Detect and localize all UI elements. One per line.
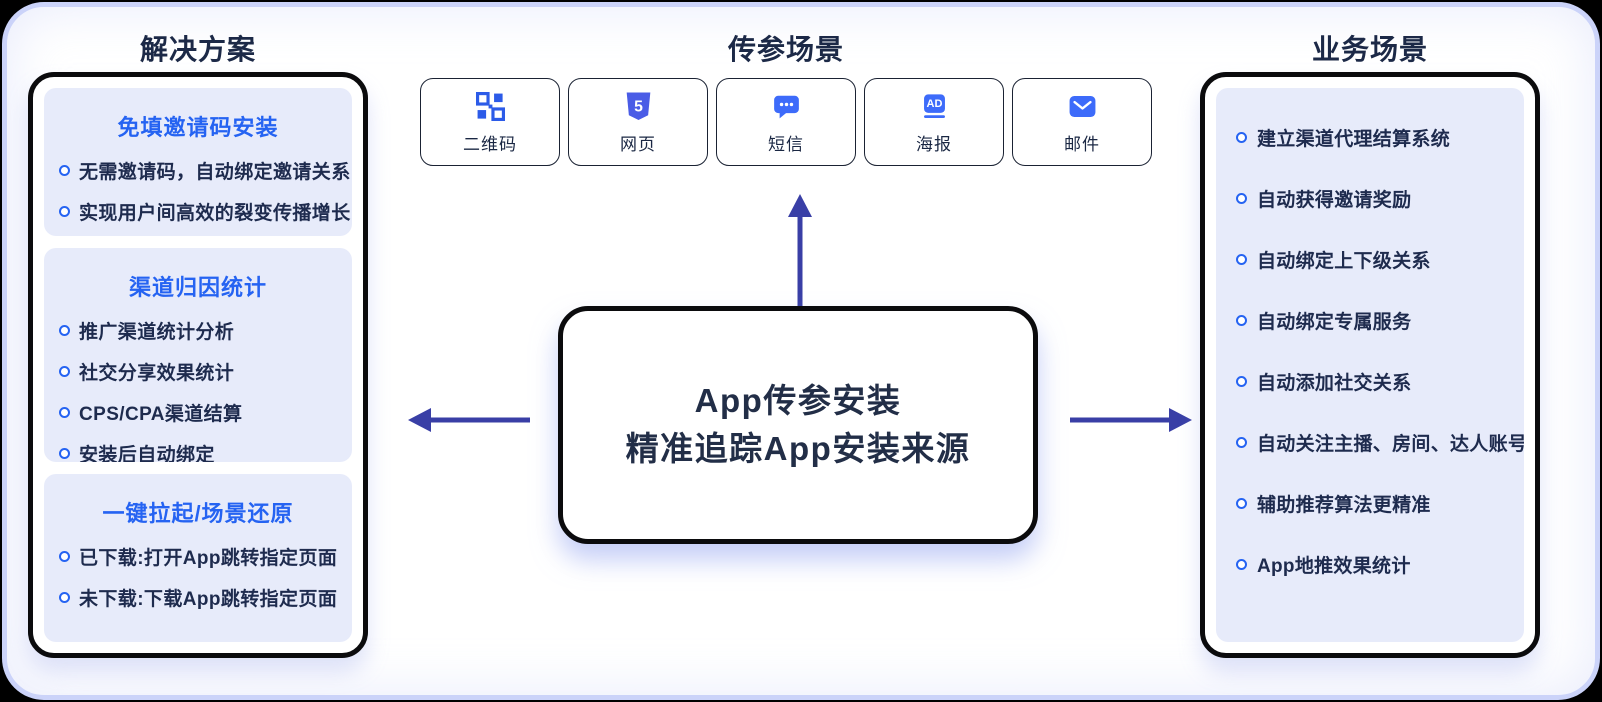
solutions-panel: 免填邀请码安装 无需邀请码，自动绑定邀请关系 实现用户间高效的裂变传播增长 渠道…	[28, 72, 368, 658]
bullet-icon	[59, 165, 70, 176]
bullet-item: 已下载:打开App跳转指定页面	[59, 543, 339, 570]
bullet-text: 推广渠道统计分析	[79, 322, 235, 343]
business-item: 建立渠道代理结算系统	[1236, 124, 1510, 151]
html5-icon: 5	[626, 91, 650, 120]
heading-scenarios: 传参场景	[727, 34, 844, 65]
arrow-right-icon	[1070, 404, 1192, 441]
bullet-text: 安装后自动绑定	[79, 445, 215, 462]
scenario-box-sms: 短信	[716, 78, 856, 166]
ad-poster-icon: AD	[923, 93, 945, 118]
business-item-text: 建立渠道代理结算系统	[1257, 129, 1451, 150]
bullet-item: 未下载:下载App跳转指定页面	[59, 584, 339, 611]
bullet-icon	[59, 366, 70, 377]
scenario-label: 短信	[768, 134, 804, 154]
bullet-icon	[59, 592, 70, 603]
sms-icon	[773, 95, 799, 118]
scenario-label: 网页	[620, 134, 656, 154]
svg-text:5: 5	[634, 98, 643, 115]
arrow-left-icon	[408, 404, 530, 441]
core-title-line1: App传参安装	[694, 382, 902, 419]
business-item-text: 自动绑定上下级关系	[1257, 251, 1431, 272]
core-title-line2: 精准追踪App安装来源	[625, 430, 971, 467]
bullet-text: CPS/CPA渠道结算	[79, 404, 243, 425]
bullet-item: 无需邀请码，自动绑定邀请关系	[59, 157, 350, 184]
scenario-box-mail: 邮件	[1012, 78, 1152, 166]
card-title: 渠道归因统计	[128, 275, 267, 300]
arrow-up-icon	[784, 194, 816, 311]
business-card: 建立渠道代理结算系统 自动获得邀请奖励 自动绑定上下级关系 自动绑定专属服务 自…	[1216, 88, 1524, 642]
bullet-icon	[1236, 559, 1247, 570]
bullet-text: 无需邀请码，自动绑定邀请关系	[79, 162, 351, 183]
qr-code-icon	[475, 91, 505, 121]
scenario-label: 邮件	[1064, 134, 1100, 154]
bullet-text: 实现用户间高效的裂变传播增长	[79, 203, 351, 224]
bullet-icon	[1236, 132, 1247, 143]
bullet-item: 社交分享效果统计	[59, 358, 339, 385]
bullet-icon	[59, 448, 70, 459]
bullet-text: 未下载:下载App跳转指定页面	[79, 589, 338, 610]
scenario-box-web: 5 网页	[568, 78, 708, 166]
business-item-text: 自动添加社交关系	[1257, 373, 1412, 394]
business-item: 自动绑定上下级关系	[1236, 246, 1510, 273]
business-item: 自动绑定专属服务	[1236, 307, 1510, 334]
business-item-text: App地推效果统计	[1257, 556, 1411, 577]
scenario-box-qrcode: 二维码	[420, 78, 560, 166]
business-item-text: 自动绑定专属服务	[1257, 312, 1412, 333]
business-item-text: 自动关注主播、房间、达人账号	[1257, 434, 1524, 455]
business-item-text: 辅助推荐算法更精准	[1257, 495, 1431, 516]
bullet-icon	[59, 407, 70, 418]
bullet-icon	[1236, 315, 1247, 326]
card-title: 一键拉起/场景还原	[102, 501, 294, 526]
bullet-icon	[1236, 254, 1247, 265]
bullet-item: CPS/CPA渠道结算	[59, 399, 339, 426]
heading-business: 业务场景	[1311, 34, 1428, 65]
scenario-label: 二维码	[463, 134, 517, 154]
heading-solutions: 解决方案	[139, 34, 256, 65]
bullet-text: 社交分享效果统计	[79, 363, 235, 384]
bullet-icon	[1236, 437, 1247, 448]
scenario-row: 二维码 5 网页 短信 AD 海报	[420, 78, 1152, 166]
bullet-text: 已下载:打开App跳转指定页面	[79, 548, 338, 569]
bullet-icon	[1236, 193, 1247, 204]
solution-card-invite: 免填邀请码安装 无需邀请码，自动绑定邀请关系 实现用户间高效的裂变传播增长	[44, 88, 352, 236]
bullet-item: 安装后自动绑定	[59, 440, 339, 462]
bullet-item: 实现用户间高效的裂变传播增长	[59, 198, 350, 225]
business-panel: 建立渠道代理结算系统 自动获得邀请奖励 自动绑定上下级关系 自动绑定专属服务 自…	[1200, 72, 1540, 658]
bullet-icon	[1236, 376, 1247, 387]
scenario-box-poster: AD 海报	[864, 78, 1004, 166]
scenario-label: 海报	[916, 134, 952, 154]
business-item: 辅助推荐算法更精准	[1236, 490, 1510, 517]
core-box: App传参安装 精准追踪App安装来源	[558, 306, 1038, 544]
mail-icon	[1069, 95, 1095, 117]
solution-card-deeplink: 一键拉起/场景还原 已下载:打开App跳转指定页面 未下载:下载App跳转指定页…	[44, 474, 352, 642]
svg-text:AD: AD	[926, 98, 942, 110]
bullet-icon	[59, 325, 70, 336]
business-item: 自动获得邀请奖励	[1236, 185, 1510, 212]
card-title: 免填邀请码安装	[117, 115, 279, 140]
bullet-icon	[59, 206, 70, 217]
bullet-icon	[1236, 498, 1247, 509]
solution-card-attribution: 渠道归因统计 推广渠道统计分析 社交分享效果统计 CPS/CPA渠道结算 安装后…	[44, 248, 352, 462]
business-item: App地推效果统计	[1236, 551, 1510, 578]
bullet-item: 推广渠道统计分析	[59, 317, 339, 344]
business-item: 自动添加社交关系	[1236, 368, 1510, 395]
bullet-icon	[59, 551, 70, 562]
business-item: 自动关注主播、房间、达人账号	[1236, 429, 1524, 456]
business-item-text: 自动获得邀请奖励	[1257, 190, 1412, 211]
